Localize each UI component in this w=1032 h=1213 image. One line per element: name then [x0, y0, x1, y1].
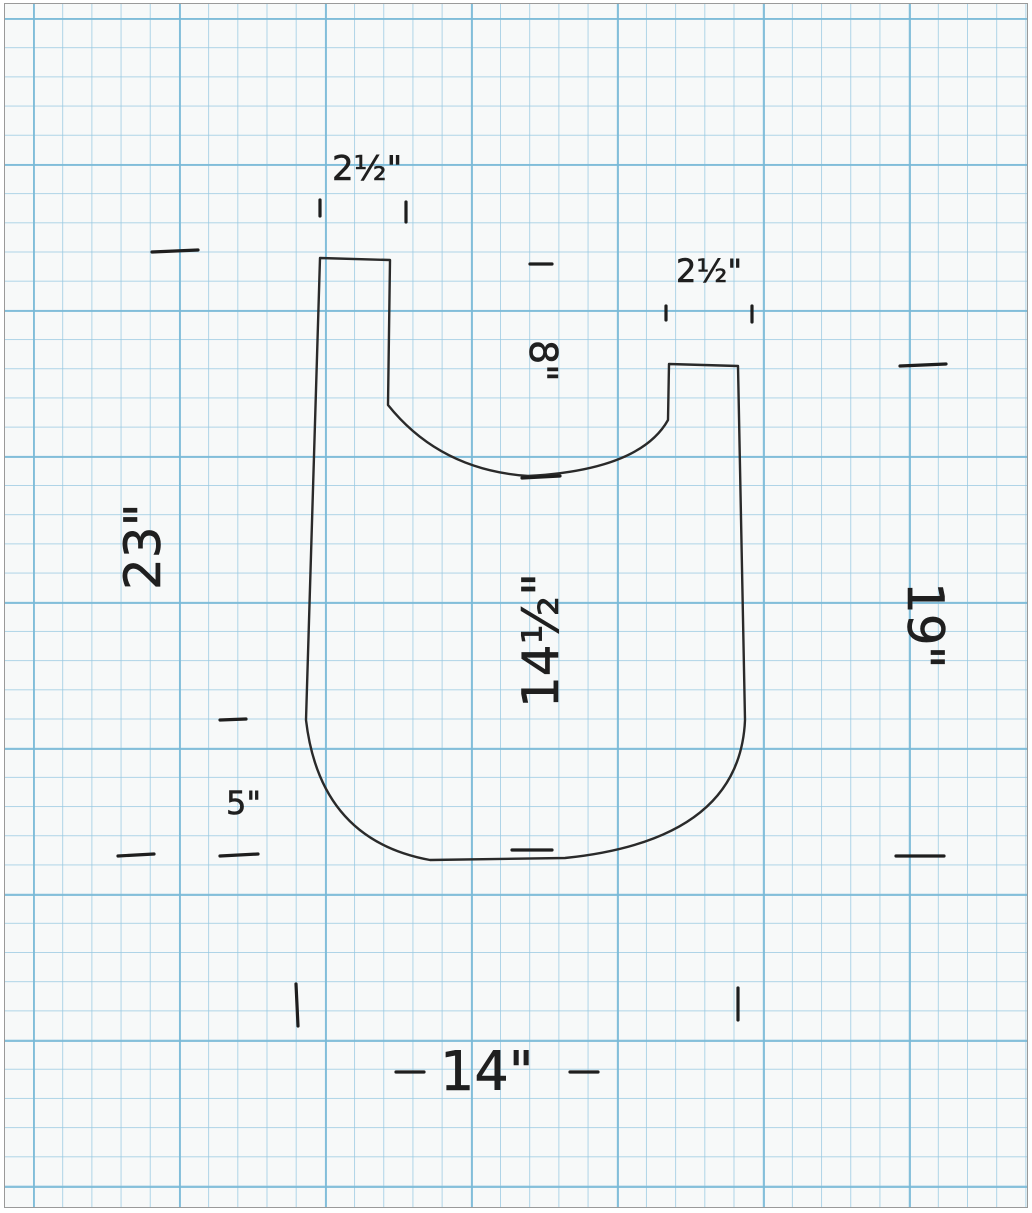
- body-height-label: 14½": [512, 573, 570, 708]
- height-tick-bottom-left: [116, 852, 156, 858]
- curve-tick-bottom: [218, 852, 260, 858]
- right-side-height-label: 19": [896, 582, 954, 669]
- handle-depth-label: 8": [521, 340, 565, 382]
- width-tick-left: [294, 982, 300, 1028]
- height-tick-top-left: [150, 248, 200, 254]
- curve-tick-top: [218, 717, 248, 722]
- center-tick-mid: [520, 474, 562, 480]
- total-width-label: 14": [440, 1040, 534, 1103]
- bottom-curve-height-label: 5": [226, 784, 261, 822]
- left-handle-width-label: 2½": [332, 149, 402, 189]
- total-height-label: 23": [114, 503, 172, 590]
- right-handle-width-label: 2½": [676, 252, 742, 290]
- right-height-tick-top: [898, 362, 948, 368]
- bag-outline: [304, 256, 747, 862]
- graph-paper: [4, 3, 1028, 1208]
